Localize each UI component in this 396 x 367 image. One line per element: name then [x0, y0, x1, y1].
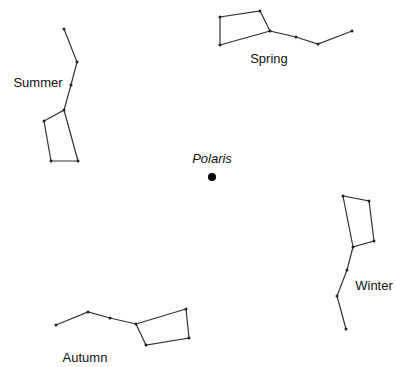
winter-dipper [337, 196, 374, 329]
star-dots [43, 10, 376, 347]
polaris-star [208, 173, 216, 181]
season-label: Autumn [63, 351, 108, 364]
spring-dipper [220, 11, 352, 45]
season-label: Winter [355, 279, 393, 292]
summer-dipper [44, 29, 78, 161]
star-label: Polaris [192, 152, 232, 165]
autumn-dipper [56, 309, 189, 345]
season-label: Spring [250, 52, 288, 65]
season-label: Summer [13, 76, 62, 89]
